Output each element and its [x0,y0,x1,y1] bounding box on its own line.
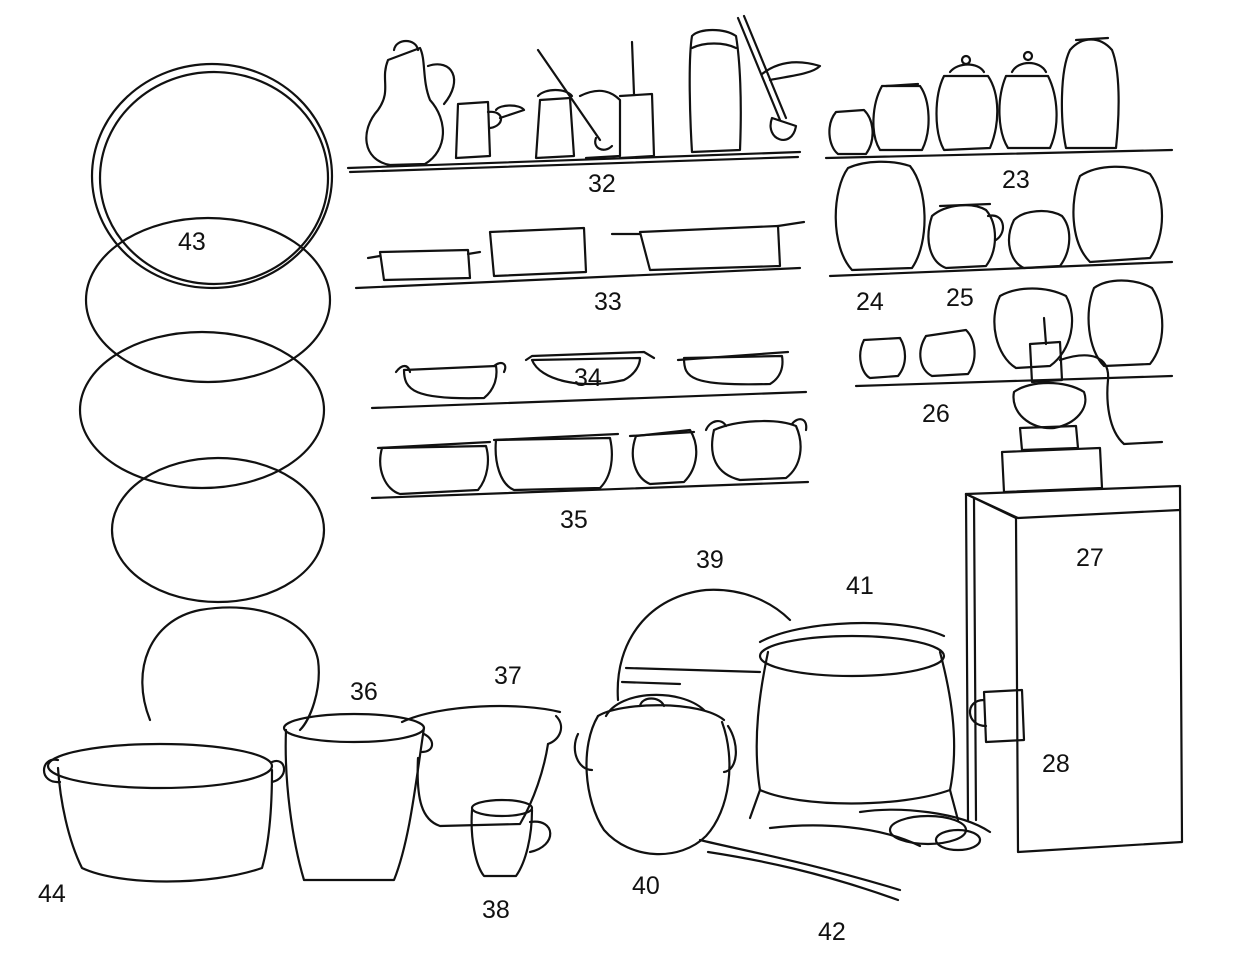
shelf-34 [370,390,808,410]
label-33: 33 [594,288,622,316]
item-23-jars [828,36,1120,156]
label-23: 23 [1002,166,1030,194]
item-37-basin [400,704,563,828]
item-43-plates [78,62,334,732]
item-42-utensils [698,808,992,902]
shelf-23 [824,148,1174,160]
item-27-grinder [1000,316,1164,494]
label-37: 37 [494,662,522,690]
shelf-24-25 [828,260,1174,278]
label-44: 44 [38,880,66,908]
item-36-bucket [282,712,434,882]
item-24-25-pots [834,160,1164,272]
item-35-crocks [376,418,808,496]
item-34-bowls [394,350,790,400]
shelf-33 [354,266,802,290]
item-44-pot [43,742,286,883]
item-28-mug [968,688,1026,744]
label-25: 25 [946,284,974,312]
label-42: 42 [818,918,846,946]
label-40: 40 [632,872,660,900]
item-26-pots [859,279,1164,380]
label-43: 43 [178,228,206,256]
label-26: 26 [922,400,950,428]
item-32-jugs [365,14,822,167]
label-28: 28 [1042,750,1070,778]
label-34: 34 [574,364,602,392]
label-36: 36 [350,678,378,706]
shelf-32 [346,150,802,174]
item-39-dish [616,588,792,702]
label-27: 27 [1076,544,1104,572]
label-32: 32 [588,170,616,198]
label-39: 39 [696,546,724,574]
label-38: 38 [482,896,510,924]
item-33-pans [366,220,806,282]
shelf-26 [854,374,1174,388]
label-24: 24 [856,288,884,316]
label-35: 35 [560,506,588,534]
item-38-cup [470,798,552,878]
shelf-35 [370,480,810,500]
item-41-cauldron [748,621,960,822]
item-40-pot [573,693,737,856]
label-41: 41 [846,572,874,600]
item-27-stand [964,484,1184,854]
